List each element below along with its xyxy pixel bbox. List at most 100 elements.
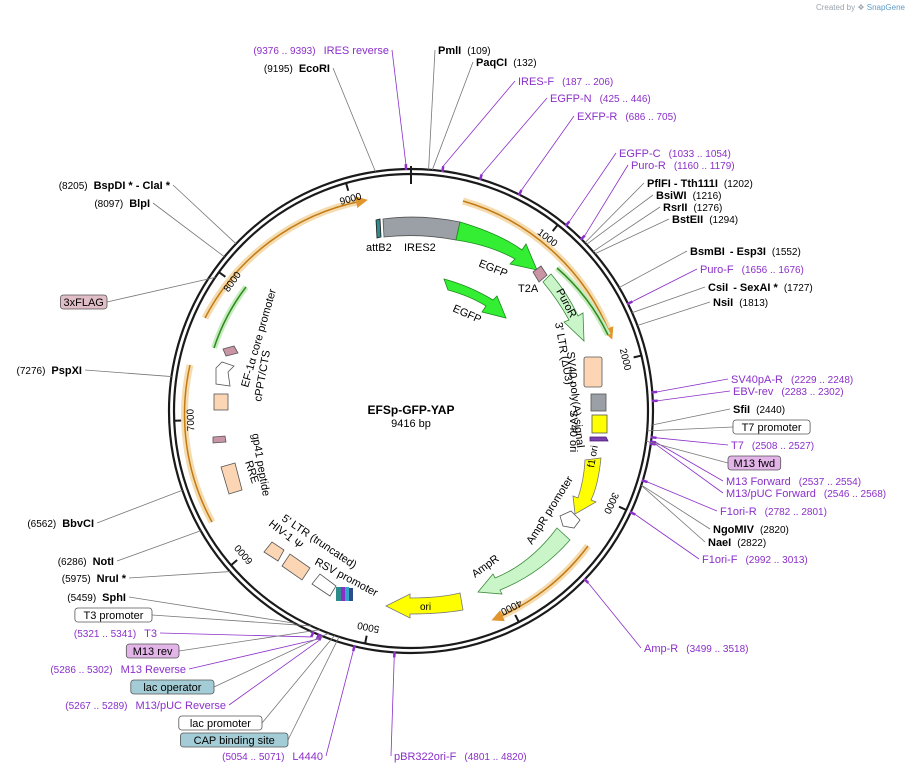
site-label: RsrII(1276) (663, 202, 722, 214)
primer-label: EGFP-N(425 .. 446) (550, 93, 651, 105)
primer-marker (649, 442, 656, 446)
primer-label: T7(2508 .. 2527) (731, 440, 814, 452)
ampr-arrow (477, 527, 571, 595)
snapgene-credit: Created by ❖ SnapGene (816, 3, 905, 12)
tick-label-2000: 2000 (617, 347, 633, 372)
primer-leader (635, 514, 700, 560)
cpppt-feature (213, 393, 229, 411)
site-leader (431, 61, 474, 171)
ef1a-pink-feature (222, 345, 239, 357)
site-leader (637, 301, 711, 326)
site-leader (584, 182, 645, 244)
green-arc-puro-line (556, 267, 609, 336)
primer-label: (9376 .. 9393)IRES reverse (253, 45, 389, 57)
tick-label-7000: 7000 (185, 408, 197, 431)
primer-label: EBV-rev(2283 .. 2302) (733, 386, 844, 398)
feature-label-ori: ori (420, 602, 431, 613)
tick-4000 (514, 614, 520, 623)
primer-leader (657, 390, 731, 402)
egfp-inner-arrow (443, 278, 507, 319)
primer-leader (481, 97, 548, 175)
tick-6000 (230, 559, 238, 567)
site-label: BstEII(1294) (672, 214, 738, 226)
feature-label-sv40-ori: SV40 ori (567, 410, 579, 452)
primer-leader (228, 640, 320, 706)
attb2-feature (375, 218, 382, 239)
box-leader (213, 632, 329, 688)
site-leader (128, 571, 230, 579)
orange-arc-7000-line (183, 364, 213, 523)
ampr-promoter-feature (559, 510, 581, 529)
primer-marker (351, 645, 356, 652)
rsv-promoter-feature (311, 573, 337, 597)
primer-leader (656, 437, 729, 446)
box-leader (287, 636, 340, 741)
site-label: BsiWI(1216) (656, 190, 721, 202)
site-label: PflFI - Tth111I(1202) (647, 178, 753, 190)
3ltr-feature (583, 356, 603, 388)
primer-leader (584, 164, 629, 236)
site-label: NaeI(2822) (708, 537, 766, 549)
primer-label: Puro-R(1160 .. 1179) (631, 160, 735, 172)
box-label: T3 promoter (83, 610, 143, 622)
green-arc-ef1a-line (213, 286, 247, 349)
t7-promoter-feature (589, 436, 609, 442)
box-label: 3xFLAG (64, 297, 104, 309)
box-label: M13 fwd (734, 458, 776, 470)
primer-label: EGFP-C(1033 .. 1054) (619, 148, 731, 160)
primer-leader (657, 378, 729, 393)
box-bg (60, 294, 108, 310)
sv40-ori-feature (591, 414, 608, 434)
box-leader (647, 426, 734, 432)
feature-label-t2a: T2A (518, 283, 539, 295)
primer-leader (588, 582, 642, 649)
site-leader (641, 485, 706, 543)
site-label: PmlI(109) (438, 45, 491, 57)
primer-label: (5267 .. 5289)M13/pUC Reverse (65, 700, 226, 712)
primer-leader (655, 442, 724, 482)
primer-label: (5054 .. 5071)L4440 (222, 751, 323, 763)
tick-5000 (364, 635, 368, 644)
feature-label-f1-ori: f1 ori (586, 445, 601, 469)
box-bg (178, 715, 263, 731)
site-label: (7276)PspXI (17, 365, 82, 377)
primer-label: M13 Forward(2537 .. 2554) (726, 476, 861, 488)
site-leader (652, 408, 731, 426)
hiv-psi-feature (263, 541, 285, 562)
primer-marker (310, 630, 315, 638)
primer-label: F1ori-R(2782 .. 2801) (720, 506, 827, 518)
site-label: NsiI(1813) (713, 297, 768, 309)
tick-1000 (551, 224, 559, 232)
primer-label: Amp-R(3499 .. 3518) (644, 643, 749, 655)
primer-label: F1ori-F(2992 .. 3013) (702, 554, 808, 566)
orange-arc-amp-line (491, 545, 589, 622)
site-leader (641, 484, 711, 530)
site-label: CsiI- SexAI *(1727) (708, 282, 813, 294)
primer-leader (390, 657, 395, 757)
feature-label-egfp-inner: EGFP (451, 303, 483, 326)
5ltr-feature (281, 553, 311, 581)
primer-leader (159, 632, 312, 638)
site-leader (631, 286, 706, 314)
ori-arrow (385, 592, 464, 619)
site-leader (128, 596, 295, 624)
primer-leader (442, 80, 516, 167)
box-bg (74, 607, 153, 623)
site-label: (6286)NotI (58, 556, 114, 568)
label-leaders (84, 49, 734, 757)
box-leader (106, 276, 216, 303)
box-label: CAP binding site (194, 735, 275, 747)
primer-label: (5321 .. 5341)T3 (74, 628, 157, 640)
primer-marker (626, 300, 633, 306)
tick-8000 (218, 271, 226, 278)
plasmid-length: 9416 bp (391, 418, 431, 430)
primer-label: EXFP-R(686 .. 705) (577, 111, 677, 123)
credit-brand: SnapGene (866, 3, 905, 12)
ef1a-promoter-arrow (215, 361, 235, 387)
primer-leader (521, 115, 575, 191)
site-leader (96, 489, 183, 524)
tick-label-3000: 3000 (601, 490, 620, 515)
primer-label: SV40pA-R(2229 .. 2248) (731, 374, 853, 386)
snapgene-logo-icon: ❖ (857, 3, 865, 12)
tick-9000 (345, 182, 350, 192)
